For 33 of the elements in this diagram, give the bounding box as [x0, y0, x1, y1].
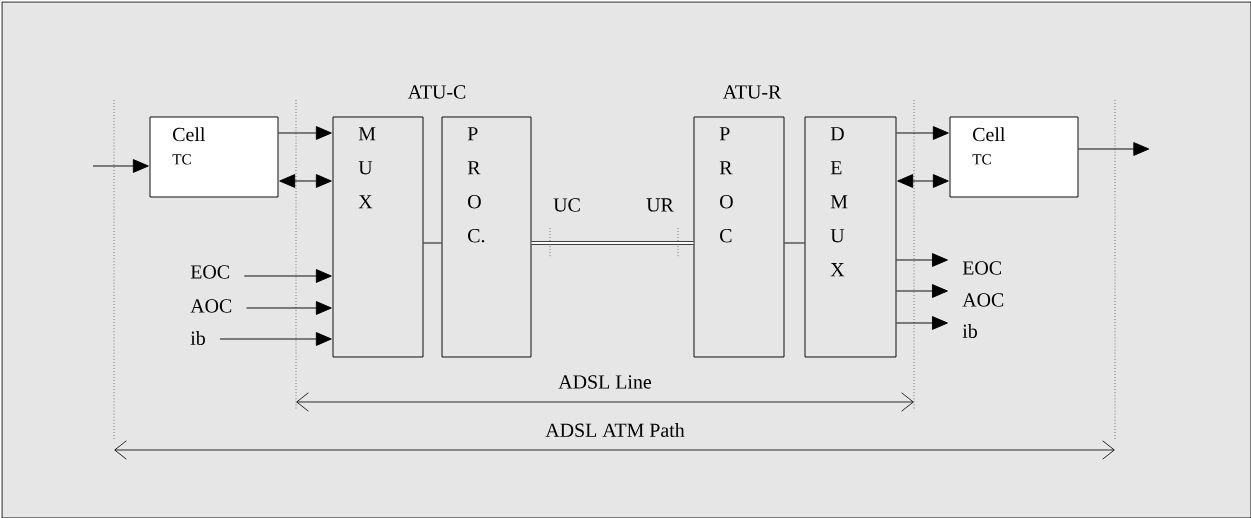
signal-label: AOC	[962, 293, 1004, 307]
cell-box: Cell TC	[149, 116, 279, 198]
connector-line	[784, 242, 805, 244]
arrow	[246, 301, 332, 315]
block-box: M U X	[332, 116, 424, 358]
signal-label: EOC	[962, 261, 1001, 275]
block-box: P R O C.	[441, 116, 532, 358]
arrow	[896, 126, 949, 140]
signal-label: ib	[190, 331, 205, 345]
arrow	[896, 284, 948, 298]
unit-label: ATU-R	[722, 85, 782, 99]
arrow	[243, 269, 332, 283]
signal-label: ib	[962, 324, 977, 338]
cell-box: Cell TC	[949, 116, 1079, 198]
arrow	[896, 316, 948, 330]
line-pair	[531, 240, 694, 246]
arrow	[896, 253, 948, 267]
reference-point-label: UR	[646, 198, 674, 212]
arrow	[219, 332, 332, 346]
signal-label: EOC	[190, 265, 229, 279]
connector-line	[423, 242, 442, 244]
span-label: ADSL ATM Path	[545, 423, 685, 437]
arrow	[897, 174, 949, 188]
signal-label: AOC	[190, 299, 232, 313]
arrow	[279, 174, 332, 188]
arrow	[92, 159, 149, 173]
arrow	[278, 126, 332, 140]
reference-point-label: UC	[553, 198, 580, 212]
arrow	[1078, 142, 1150, 156]
block-box: D E M U X	[804, 116, 897, 358]
span-label: ADSL Line	[558, 375, 652, 389]
unit-label: ATU-C	[407, 85, 466, 99]
block-box: P R O C	[693, 116, 785, 358]
